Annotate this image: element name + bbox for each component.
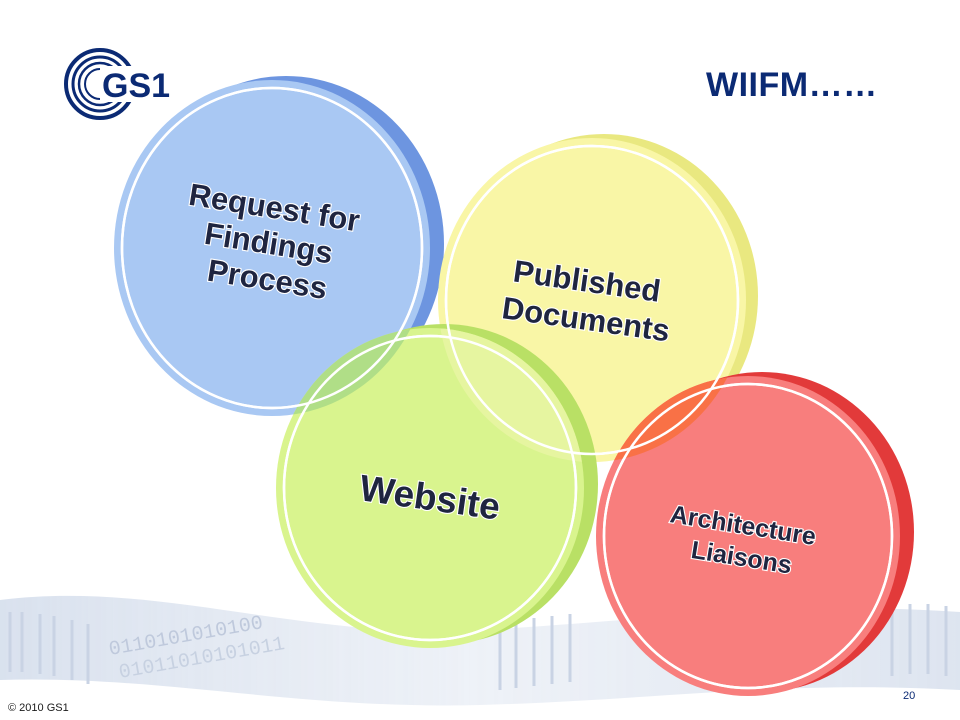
overlap-website-published: [438, 328, 584, 462]
circle-request-for-findings: [114, 76, 444, 416]
gs1-logo-text: GS1: [102, 67, 170, 105]
page-number: 20: [903, 690, 916, 702]
slide-title: WIIFM……: [706, 66, 878, 104]
copyright-notice: © 2010 GS1: [8, 702, 69, 714]
circle-outlines: [120, 86, 894, 690]
gs1-logo: GS1: [64, 48, 170, 120]
circle-architecture-liaisons: [596, 372, 914, 696]
